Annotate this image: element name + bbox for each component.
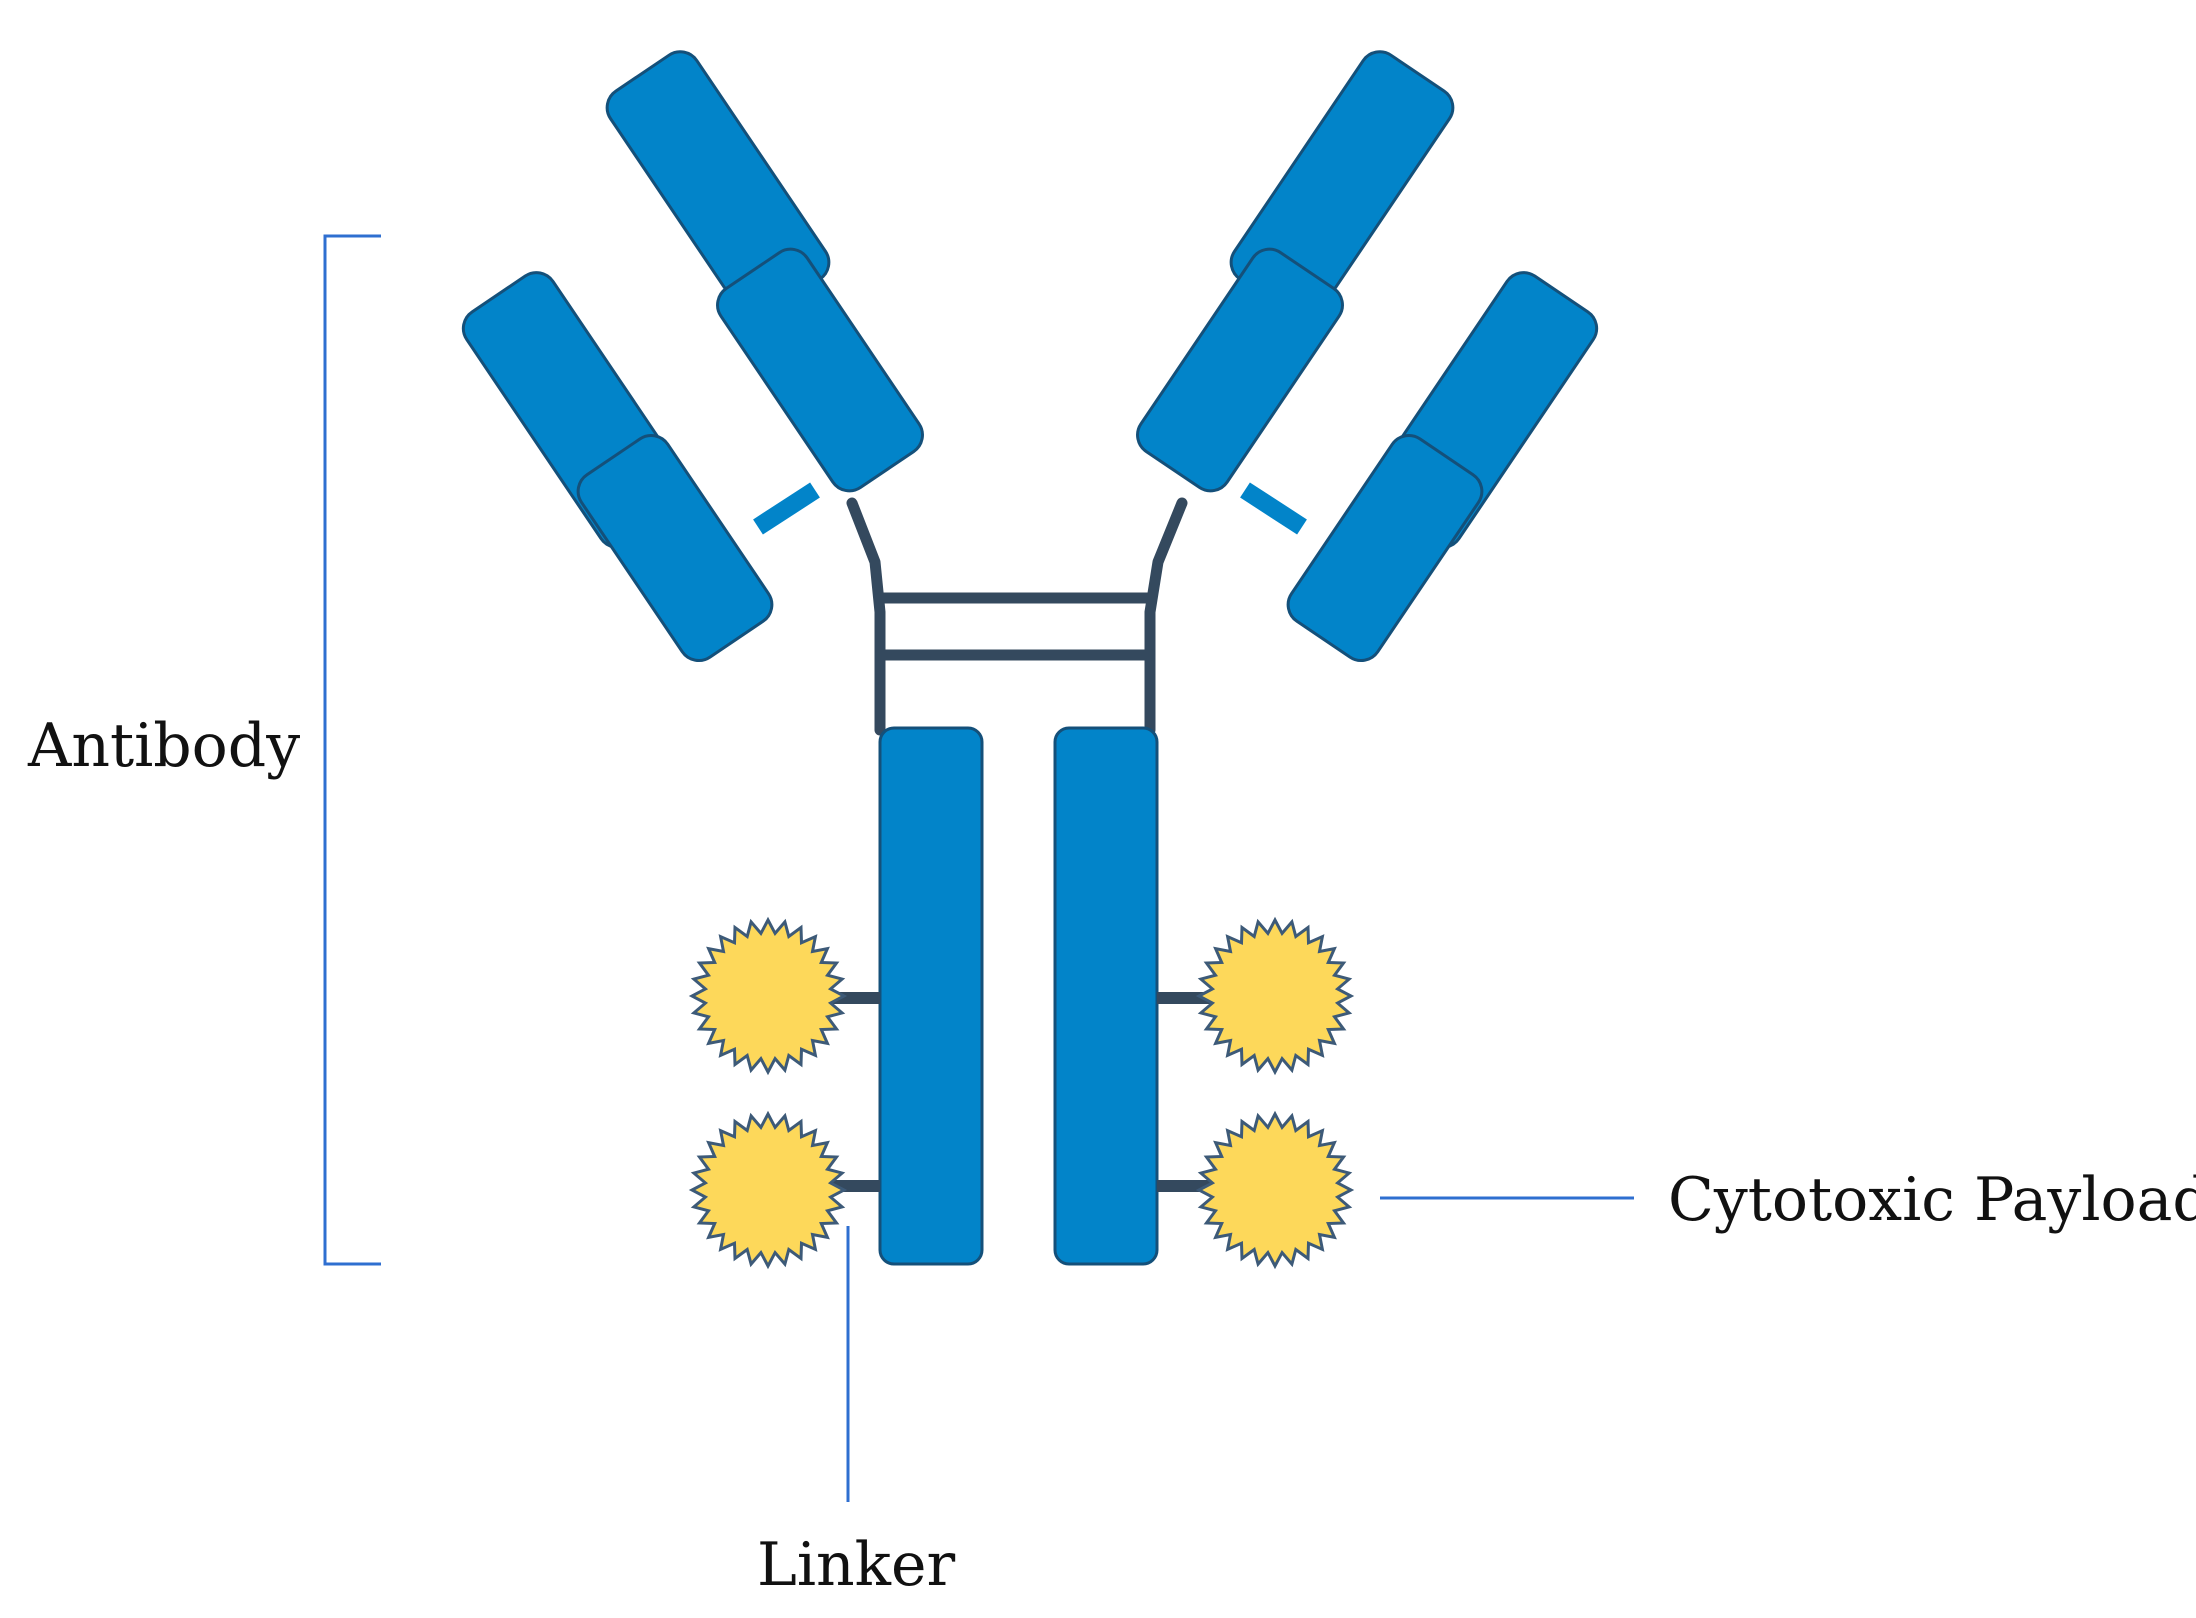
payload-starburst [688,916,848,1076]
fc-left-heavy-chain [878,726,984,1266]
left-heavy-chain-domain-2 [716,247,924,493]
right-interchain-bond [1240,482,1307,535]
payload-starburst [1195,916,1355,1076]
payload-label: Cytotoxic Payload [1668,1165,2196,1235]
antibody-label: Antibody [27,711,300,781]
left-interchain-bond [753,482,820,535]
payload-starburst [688,1110,848,1270]
right-fab-arm [1136,50,1599,663]
payload-starburst [1195,1110,1355,1270]
hinge-region [846,497,1188,736]
right-light-chain-domain-2 [1286,433,1484,663]
antibody-bracket [323,234,381,1266]
linker-label: Linker [757,1530,956,1600]
left-fab-arm [461,50,924,663]
fc-right-heavy-chain [1053,726,1159,1266]
right-heavy-chain-domain-2 [1136,247,1344,493]
cytotoxic-payloads [688,916,1355,1270]
left-light-chain-domain-2 [576,433,774,663]
